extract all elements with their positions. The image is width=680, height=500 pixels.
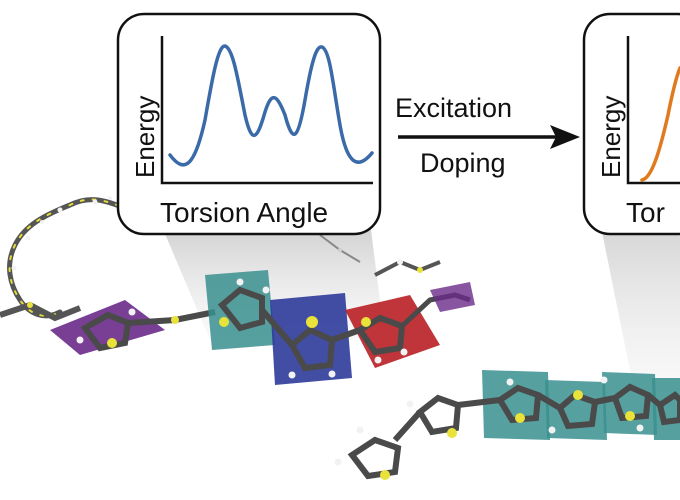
thiophene-ring — [288, 316, 336, 379]
transition-arrow-head — [550, 125, 580, 149]
left-plot-ylabel: Energy — [130, 96, 160, 178]
coiled-chain-background — [7, 196, 133, 319]
right-energy-curve — [640, 66, 680, 182]
ring-plane-teal — [652, 378, 680, 440]
left-energy-curve — [168, 44, 374, 167]
right-plot-xlabel: Tor — [626, 197, 665, 228]
planar-polymer-molecule — [334, 370, 680, 480]
right-plot-ylabel: Energy — [596, 96, 626, 178]
thiophene-ring — [76, 308, 136, 352]
doping-label: Doping — [420, 148, 506, 178]
left-plot-xlabel: Torsion Angle — [160, 197, 328, 228]
thiophene-ring — [355, 314, 408, 364]
right-energy-plot: Energy Tor — [582, 12, 680, 236]
left-energy-plot: Energy Torsion Angle — [116, 12, 382, 236]
ring-plane-teal — [602, 372, 657, 435]
ring-plane-teal — [482, 370, 550, 440]
ring-plane-teal — [205, 270, 275, 350]
excitation-label: Excitation — [395, 93, 512, 123]
projection-beam-right — [600, 222, 680, 420]
right-plot-frame — [582, 12, 680, 236]
right-plot-axes — [626, 36, 680, 185]
left-plot-axes — [160, 36, 373, 185]
transition-arrow-group: Excitation Doping — [395, 93, 580, 178]
twisted-polymer-molecule — [0, 196, 475, 385]
